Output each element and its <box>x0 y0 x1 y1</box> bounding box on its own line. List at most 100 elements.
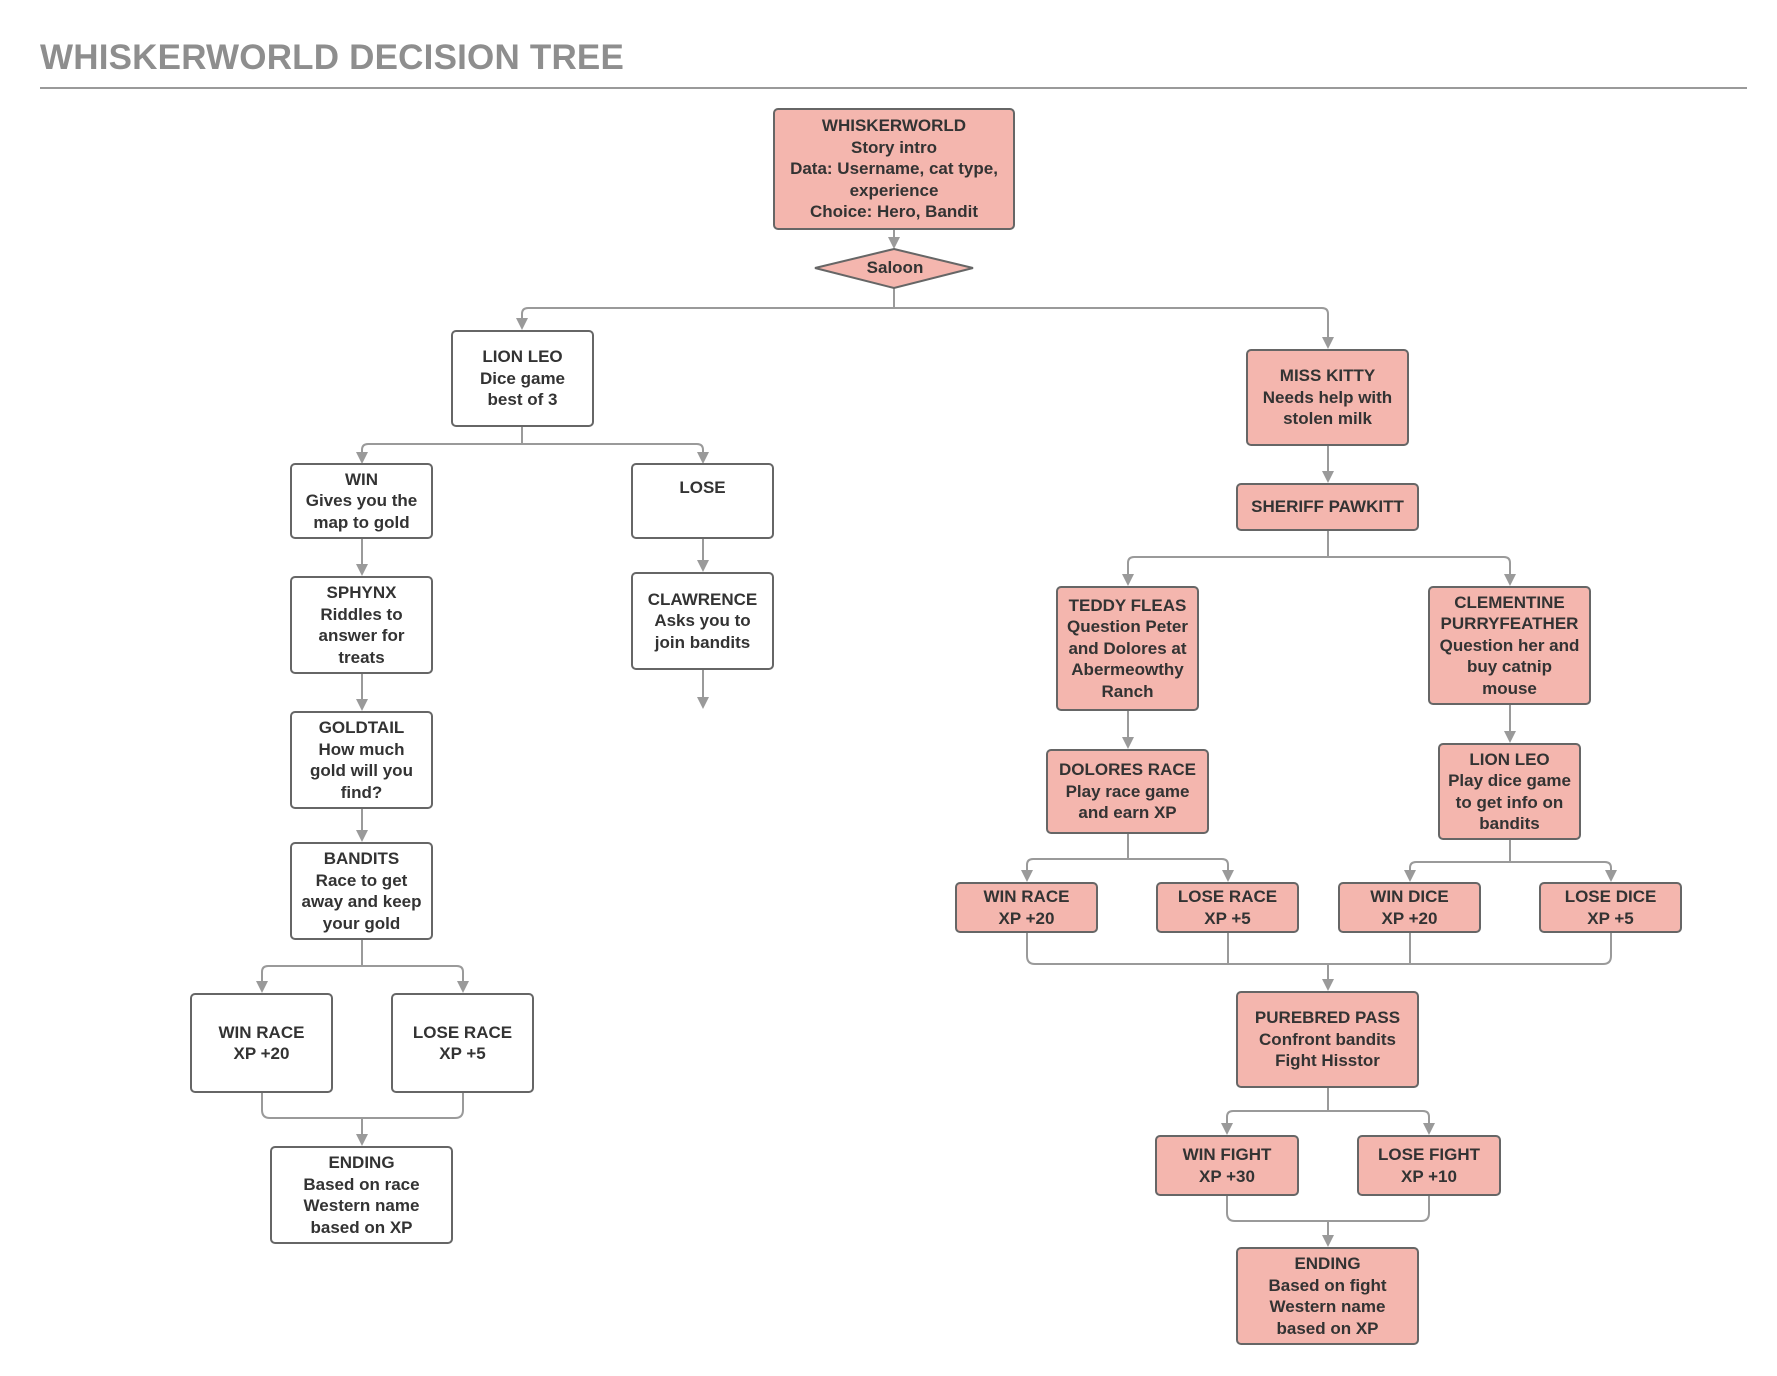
node-text-line: Western name <box>1269 1297 1386 1316</box>
node-left-win-race: WIN RACE XP +20 <box>190 993 333 1093</box>
node-text-line: SHERIFF PAWKITT <box>1251 497 1404 517</box>
page-title: WHISKERWORLD DECISION TREE <box>40 38 625 77</box>
node-text-line: DOLORES RACE <box>1059 760 1196 780</box>
node-text-line: and Dolores at <box>1068 638 1187 658</box>
edge-purebred-to-lose-fight <box>1328 1110 1435 1135</box>
node-text-line: XP +20 <box>998 908 1055 928</box>
node-lose-fight: LOSE FIGHT XP +10 <box>1357 1135 1501 1196</box>
node-text-line: SPHYNX <box>326 583 397 602</box>
node-text-line: Dice game <box>479 368 566 388</box>
node-text-line: XP +5 <box>1587 908 1634 928</box>
node-text-line: WHISKERWORLD <box>821 116 967 136</box>
edge-lion-leo-to-win-dice <box>1404 861 1510 882</box>
node-text-line: mouse <box>1482 678 1537 698</box>
edge-outcomes-merge <box>1026 933 1612 965</box>
node-text-line: Asks you to <box>654 611 751 631</box>
node-text-line: ENDING <box>328 1153 395 1172</box>
node-text-line: XP +20 <box>233 1044 290 1063</box>
node-text-line: Abermeowthy <box>1071 660 1184 680</box>
node-text-line: WIN <box>344 469 379 489</box>
edge-bandits-to-win-race <box>256 965 362 993</box>
node-text-line: LOSE RACE <box>412 1022 513 1042</box>
edge-lose-race-to-ending <box>362 1093 464 1119</box>
node-text-line: based on XP <box>310 1217 413 1237</box>
node-text-line: stolen milk <box>1283 409 1372 429</box>
node-text-line: XP +20 <box>1381 908 1438 928</box>
node-text-line: XP +30 <box>1199 1166 1255 1186</box>
node-text-line: Fight Hisstor <box>1275 1051 1380 1071</box>
node-text-line: and earn XP <box>1078 803 1177 823</box>
node-text-line: buy catnip <box>1466 657 1552 677</box>
node-text-line: Gives you the <box>305 491 418 511</box>
saloon-decision-label: Saloon <box>866 258 924 277</box>
edge-lose-fight-to-ending <box>1328 1196 1430 1222</box>
node-text-line: WIN RACE <box>218 1022 305 1042</box>
node-text-line: Choice: Hero, Bandit <box>809 202 979 222</box>
edge-bandits-to-lose-race <box>362 965 469 993</box>
node-text-line: WIN RACE <box>983 887 1070 906</box>
node-text-line: Play dice game <box>1448 771 1571 790</box>
node-text-line: based on XP <box>1276 1318 1379 1338</box>
node-text-line: WIN FIGHT <box>1182 1145 1272 1164</box>
node-text-line: away and keep <box>301 892 422 911</box>
node-right-win-race: WIN RACE XP +20 <box>955 882 1098 933</box>
node-text-line: LOSE <box>679 478 726 497</box>
node-text-line: Needs help with <box>1262 387 1393 407</box>
node-text-line: XP +5 <box>1204 908 1251 928</box>
edge-sheriff-to-clementine <box>1328 556 1516 586</box>
node-text-line: GOLDTAIL <box>318 718 405 737</box>
node-text-line: best of 3 <box>487 390 558 410</box>
node-text-line: PUREBRED PASS <box>1254 1008 1401 1028</box>
edge-saloon-to-miss-kitty <box>894 307 1334 349</box>
node-text-line: MISS KITTY <box>1279 366 1376 386</box>
node-text-line: LOSE RACE <box>1177 887 1278 906</box>
node-text-line: Riddles to <box>320 604 403 624</box>
node-text-line: PURRYFEATHER <box>1440 614 1579 634</box>
node-text-line: Play race game <box>1065 781 1190 801</box>
node-text-line: LOSE FIGHT <box>1378 1145 1480 1164</box>
node-text-line: Based on fight <box>1268 1275 1387 1295</box>
node-text-line: Western name <box>303 1196 420 1215</box>
edge-dolores-to-win-race <box>1021 858 1128 882</box>
edge-win-race-to-ending <box>261 1093 362 1119</box>
node-text-line: your gold <box>322 913 401 933</box>
edge-purebred-to-win-fight <box>1221 1110 1328 1135</box>
node-text-line: XP +10 <box>1401 1166 1457 1186</box>
node-right-lose-race: LOSE RACE XP +5 <box>1156 882 1299 933</box>
edge-lion-leo-to-win <box>356 443 522 464</box>
node-text-line: TEDDY FLEAS <box>1068 595 1187 615</box>
node-text-line: Question her and <box>1439 635 1580 655</box>
edge-sheriff-to-teddy <box>1122 556 1328 586</box>
node-text-line: Ranch <box>1101 681 1154 701</box>
node-text-line: treats <box>338 647 385 667</box>
node-text-line: Race to get <box>315 870 408 890</box>
saloon-decision-diamond <box>814 247 974 290</box>
node-text-line: XP +5 <box>439 1044 486 1063</box>
node-text-line: LION LEO <box>482 347 563 367</box>
edge-lion-leo-to-lose <box>522 443 709 464</box>
node-text-line: gold will you <box>310 761 413 780</box>
node-lose: LOSE <box>631 463 774 539</box>
node-text-line: ENDING <box>1294 1254 1361 1273</box>
title-divider <box>40 87 1747 89</box>
node-text-line: CLAWRENCE <box>647 589 758 609</box>
node-text-line: map to gold <box>313 512 410 532</box>
node-text-line: Confront bandits <box>1259 1029 1396 1049</box>
